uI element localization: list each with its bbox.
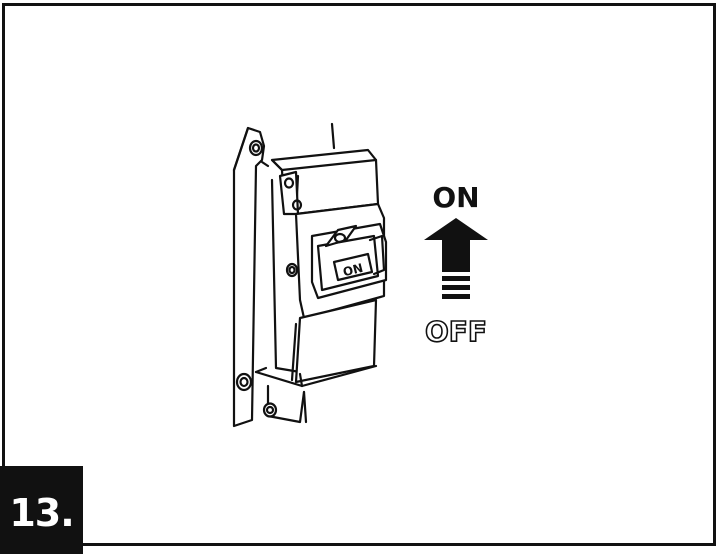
direction-indicator: ON OFF (424, 181, 488, 349)
step-number: 13. (9, 491, 74, 535)
up-arrow-icon (424, 218, 488, 299)
step-badge: 13. (0, 466, 83, 554)
figure-frame (2, 3, 716, 546)
direction-off-label: OFF (425, 315, 487, 348)
lever-on-label: ON (341, 261, 364, 279)
switch-lever (310, 222, 388, 300)
side-hole-icon (285, 262, 299, 278)
direction-on-label: ON (432, 181, 479, 214)
terminal-screw-icon (283, 177, 303, 211)
breaker-body (254, 148, 386, 388)
rail-screw-bottom-icon (235, 372, 253, 392)
mounting-rail (232, 122, 336, 428)
rail-screw-top-icon (248, 139, 264, 157)
rail-screw-lower-icon (262, 402, 278, 418)
